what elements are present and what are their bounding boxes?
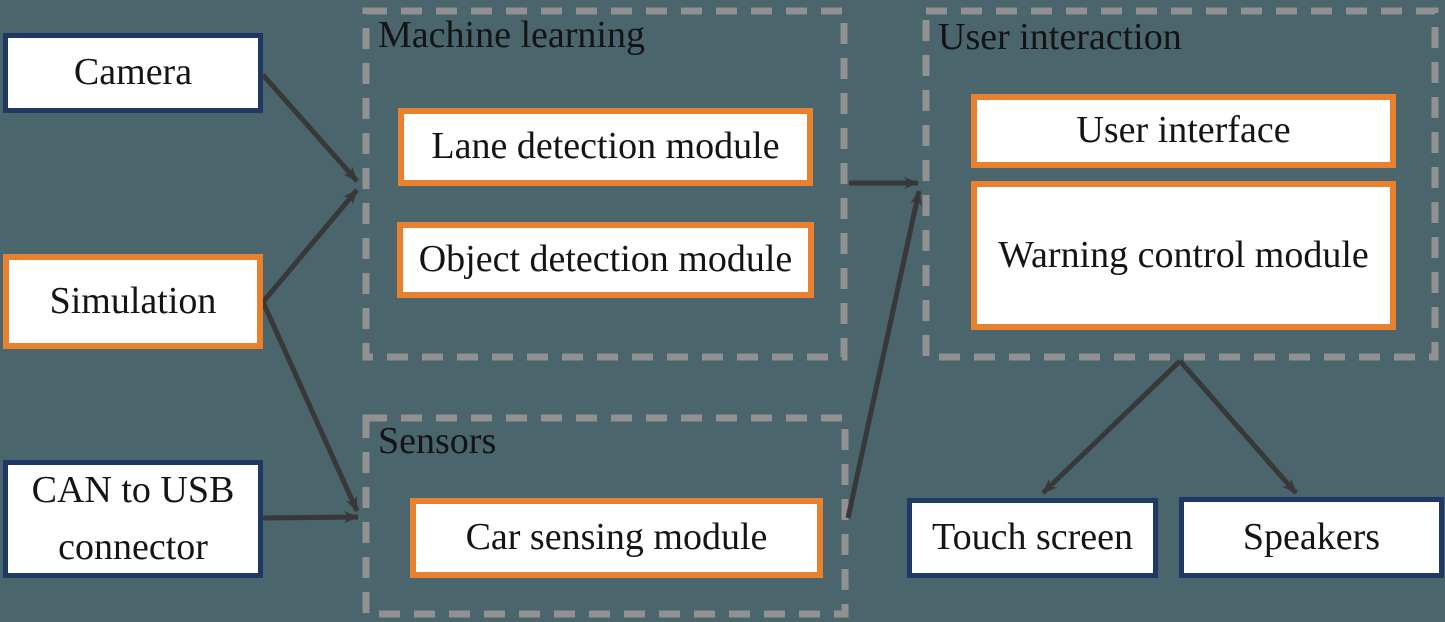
node-warning-control-module: Warning control module (971, 181, 1396, 330)
arrow-warning-control-to-speakers (1178, 359, 1298, 495)
user-interaction-group-border (922, 7, 1439, 361)
node-object-detection-module: Object detection module (397, 222, 814, 298)
arrow-simulation-to-machine-learning (261, 188, 359, 304)
arrow-simulation-to-sensors (260, 300, 360, 513)
node-simulation: Simulation (3, 254, 263, 349)
arrow-can-to-usb-to-sensors (262, 511, 359, 524)
machine-learning-group-label: Machine learning (378, 14, 645, 56)
node-touch-screen: Touch screen (907, 498, 1158, 578)
node-lane-detection-module: Lane detection module (398, 108, 813, 186)
arrow-camera-to-machine-learning (261, 73, 359, 183)
user-interaction-group-label: User interaction (938, 16, 1182, 58)
machine-learning-group-border (362, 7, 848, 361)
sensors-group-border (362, 414, 849, 618)
node-user-interface: User interface (971, 94, 1396, 168)
node-car-sensing-module: Car sensing module (410, 498, 823, 578)
sensors-group-label: Sensors (378, 420, 497, 462)
arrow-warning-control-to-touch-screen (1041, 359, 1182, 495)
node-camera: Camera (3, 33, 263, 113)
node-can-to-usb-connector: CAN to USB connector (3, 460, 263, 578)
arrow-car-sensing-to-user-interaction (845, 190, 922, 519)
node-speakers: Speakers (1179, 497, 1444, 578)
